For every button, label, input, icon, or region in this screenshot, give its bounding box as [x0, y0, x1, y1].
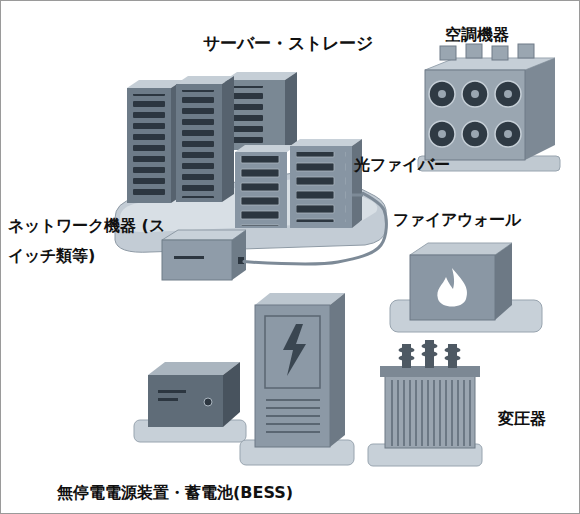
fan-hub	[504, 130, 512, 138]
bushing-ring	[445, 347, 461, 353]
unit-front	[235, 152, 287, 228]
unit-front	[290, 146, 352, 228]
equipment-label: 無停電電源装置・蓄電池(BESS)	[57, 478, 353, 508]
cooling-fins	[392, 380, 470, 446]
storage-unit	[290, 139, 362, 228]
ac-cap	[440, 46, 456, 60]
cable-stub	[352, 194, 363, 197]
switch-top	[162, 230, 246, 240]
firewall-top	[410, 243, 512, 255]
equipment-label: ファイアウォール	[393, 205, 549, 235]
fiber-cable	[244, 193, 386, 264]
fan-hub	[471, 90, 479, 98]
ac-fans	[429, 81, 521, 147]
switch-side	[232, 230, 246, 280]
server-rack	[127, 80, 183, 203]
equipment-group: サーバー・ストレージ	[118, 28, 363, 218]
ups-slot	[158, 398, 178, 401]
equipment-group: 空調機器	[415, 20, 570, 172]
flame-icon	[437, 268, 467, 307]
fan-hub	[438, 130, 446, 138]
ac-cap	[492, 46, 508, 60]
fan-hub	[504, 90, 512, 98]
fan	[495, 121, 521, 147]
ups-side	[223, 362, 240, 427]
ac-cap	[518, 44, 534, 58]
switch-slot	[174, 256, 204, 259]
equipment-label: サーバー・ストレージ	[203, 28, 403, 58]
equipment-label: 空調機器	[445, 20, 555, 50]
storage-unit	[235, 145, 297, 228]
server-rack	[225, 72, 297, 150]
rack-slots	[127, 94, 171, 198]
ac-cap	[466, 44, 482, 58]
bushing-ring	[422, 351, 438, 357]
fan-hub	[471, 130, 479, 138]
equipment-group: ファイアウォール	[385, 205, 550, 340]
bess-vents	[266, 400, 320, 432]
fan	[429, 81, 455, 107]
rack-side	[285, 72, 297, 150]
ac-side	[525, 58, 555, 160]
rack-front	[127, 88, 171, 203]
fan	[495, 81, 521, 107]
unit-slots	[296, 152, 346, 222]
ups-button	[204, 398, 212, 406]
fan	[462, 81, 488, 107]
transformer-tank	[385, 376, 475, 448]
lightning-symbol	[283, 324, 306, 376]
unit-top	[290, 139, 362, 146]
equipment-group: 無停電電源装置・蓄電池(BESS)	[55, 285, 355, 507]
unit-slots	[235, 156, 285, 226]
fan	[429, 121, 455, 147]
cable-label: 光ファイバー	[354, 150, 450, 180]
rack-side	[222, 76, 234, 202]
fan-hubs	[438, 90, 512, 138]
server-rack	[176, 76, 234, 202]
rack-top	[225, 72, 297, 80]
equipment-label: 変圧器	[498, 404, 568, 434]
rack-slots	[176, 90, 220, 198]
bess-panel	[265, 316, 320, 388]
bess-top	[255, 293, 345, 305]
firewall-side	[495, 243, 512, 320]
bushing-ring	[445, 355, 461, 361]
rack-front	[176, 84, 222, 202]
firewall-front	[410, 255, 495, 320]
equipment-group: ネットワーク機器 (スイッチ類等)	[6, 216, 244, 292]
switch-port	[238, 257, 244, 264]
equipment-label: ネットワーク機器 (スイッチ類等)	[8, 211, 166, 271]
switch-front	[162, 240, 232, 280]
bushings	[399, 340, 461, 368]
unit-top	[235, 145, 297, 152]
bushing-ring	[399, 355, 415, 361]
bess-side	[330, 293, 345, 447]
equipment-group: 変圧器	[365, 340, 570, 475]
fan-hub	[438, 90, 446, 98]
bushing-ring	[422, 343, 438, 349]
ac-front	[425, 70, 525, 160]
fan	[462, 121, 488, 147]
unit-side	[352, 139, 362, 228]
bushing-ring	[399, 347, 415, 353]
bess-front	[255, 305, 330, 447]
ups-front	[148, 375, 223, 427]
ups-slot	[158, 390, 186, 393]
